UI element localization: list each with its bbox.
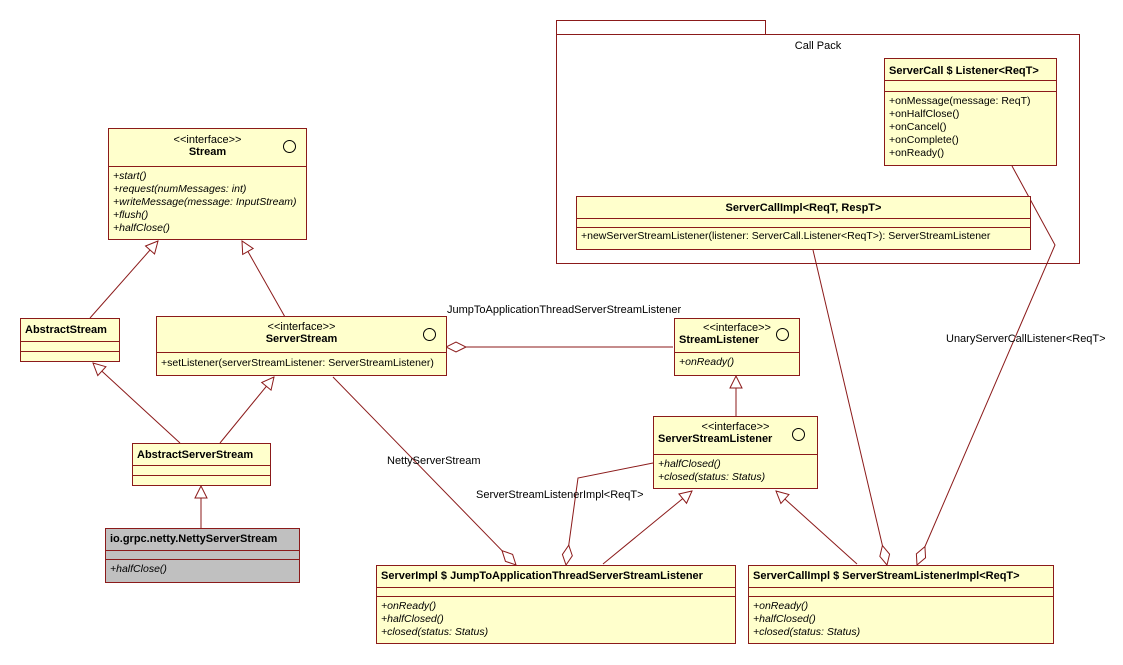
interface-circle-icon (776, 328, 789, 341)
class-netty-server-stream[interactable]: io.grpc.netty.NettyServerStream +halfClo… (105, 528, 300, 583)
attributes (749, 588, 1053, 597)
class-name: ServerCall $ Listener<ReqT> (889, 65, 1039, 77)
operation: +onReady() (889, 147, 945, 159)
attributes (133, 466, 270, 476)
class-name: AbstractServerStream (137, 449, 254, 461)
edge-label-jump: JumpToApplicationThreadServerStreamListe… (447, 304, 682, 316)
gen-impl-ssl (776, 491, 858, 565)
stereotype: <<interface>> (701, 421, 770, 433)
class-stream[interactable]: <<interface>> Stream +start() +request(n… (108, 128, 307, 240)
class-name: StreamListener (679, 334, 760, 346)
operation: +closed(status: Status) (658, 471, 766, 483)
operation: +flush() (113, 209, 149, 221)
operation: +start() (113, 170, 147, 182)
class-name: ServerImpl $ JumpToApplicationThreadServ… (381, 570, 703, 582)
attributes (885, 81, 1056, 92)
gen-abstractstream-stream (89, 241, 158, 319)
attributes (21, 342, 119, 352)
class-abstract-stream[interactable]: AbstractStream (20, 318, 120, 362)
package-label: Call Pack (794, 40, 842, 52)
operations: +start() +request(numMessages: int) +wri… (109, 167, 306, 238)
class-server-call-impl-listener[interactable]: ServerCallImpl $ ServerStreamListenerImp… (748, 565, 1054, 644)
operations: +halfClose() (106, 560, 299, 579)
operation: +setListener(serverStreamListener: Serve… (161, 357, 434, 369)
operation: +halfClosed() (658, 458, 721, 470)
class-abstract-server-stream[interactable]: AbstractServerStream (132, 443, 271, 486)
gen-jump-ssl (602, 491, 692, 565)
operation: +request(numMessages: int) (113, 183, 247, 195)
operation: +onHalfClose() (889, 108, 960, 120)
class-stream-listener[interactable]: <<interface>> StreamListener +onReady() (674, 318, 800, 376)
class-name: ServerCallImpl $ ServerStreamListenerImp… (753, 570, 1020, 582)
operation: +writeMessage(message: InputStream) (113, 196, 297, 208)
operation: +onComplete() (889, 134, 959, 146)
class-name: ServerStreamListener (658, 433, 773, 445)
class-server-call-listener[interactable]: ServerCall $ Listener<ReqT> +onMessage(m… (884, 58, 1057, 166)
interface-circle-icon (792, 428, 805, 441)
interface-circle-icon (423, 328, 436, 341)
gen-serverstream-stream (242, 241, 286, 318)
class-name: AbstractStream (25, 324, 107, 336)
stereotype: <<interface>> (703, 322, 771, 334)
operation: +onCancel() (889, 121, 947, 133)
operation: +newServerStreamListener(listener: Serve… (581, 230, 991, 242)
gen-abstractserverstream-serverstream (219, 377, 274, 444)
operation: +halfClosed() (381, 613, 444, 625)
operations: +newServerStreamListener(listener: Serve… (577, 228, 1030, 246)
class-name: ServerCallImpl<ReqT, RespT> (725, 202, 882, 214)
class-server-stream[interactable]: <<interface>> ServerStream +setListener(… (156, 316, 447, 376)
operation: +onMessage(message: ReqT) (889, 95, 1031, 107)
interface-circle-icon (283, 140, 296, 153)
class-name: io.grpc.netty.NettyServerStream (110, 533, 278, 545)
assoc-listener-impl (566, 462, 654, 565)
operation: +halfClose() (113, 222, 170, 234)
class-jump-listener[interactable]: ServerImpl $ JumpToApplicationThreadServ… (376, 565, 736, 644)
class-server-call-impl[interactable]: ServerCallImpl<ReqT, RespT> +newServerSt… (576, 196, 1031, 250)
operations: +onReady() +halfClosed() +closed(status:… (749, 597, 1053, 642)
operations: +halfClosed() +closed(status: Status) (654, 455, 817, 487)
gen-abstractserverstream-abstractstream (93, 363, 181, 444)
assoc-unary (917, 165, 1056, 565)
stereotype: <<interface>> (267, 321, 336, 333)
stereotype: <<interface>> (173, 134, 242, 146)
edge-label-netty: NettyServerStream (387, 455, 481, 467)
operations: +onMessage(message: ReqT) +onHalfClose()… (885, 92, 1056, 163)
operation: +closed(status: Status) (381, 626, 489, 638)
operation: +closed(status: Status) (753, 626, 861, 638)
attributes (106, 551, 299, 560)
assoc-netty (332, 376, 516, 565)
operation: +onReady() (753, 600, 809, 612)
operations: +onReady() (675, 353, 799, 372)
operation: +halfClosed() (753, 613, 816, 625)
edge-label-listener-impl: ServerStreamListenerImpl<ReqT> (476, 489, 644, 501)
package-tab (556, 20, 766, 35)
edge-label-unary: UnaryServerCallListener<ReqT> (946, 333, 1106, 345)
operations: +setListener(serverStreamListener: Serve… (157, 353, 446, 373)
class-name: Stream (188, 146, 227, 158)
attributes (377, 588, 735, 597)
operations: +onReady() +halfClosed() +closed(status:… (377, 597, 735, 642)
operation: +onReady() (679, 356, 735, 368)
operation: +onReady() (381, 600, 437, 612)
class-name: ServerStream (265, 333, 338, 345)
class-server-stream-listener[interactable]: <<interface>> ServerStreamListener +half… (653, 416, 818, 489)
attributes (577, 219, 1030, 228)
operation: +halfClose() (110, 563, 167, 575)
assoc-servercallimpl (812, 249, 887, 565)
